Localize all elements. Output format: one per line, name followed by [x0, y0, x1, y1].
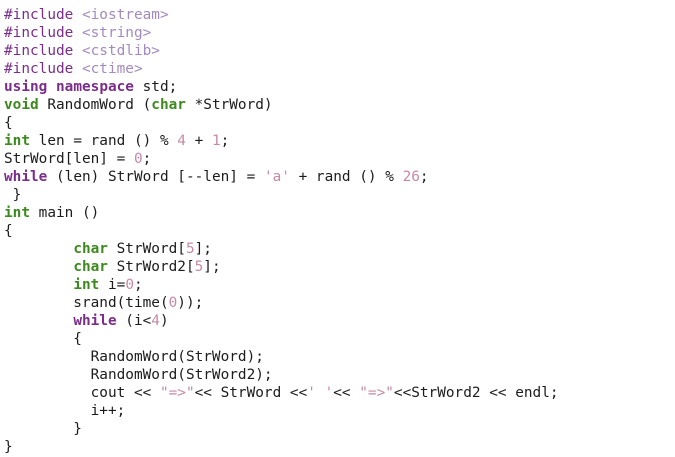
code-line-7: {: [4, 114, 13, 132]
code-token-number: 1: [211, 133, 221, 149]
code-line-6: void RandomWord (char *StrWord): [4, 96, 273, 114]
code-token-keyword: while: [4, 169, 48, 185]
code-token-number: 0: [125, 277, 134, 293]
code-token-type: void: [4, 97, 39, 113]
code-token-plain: << StrWord <<: [194, 385, 308, 401]
code-line-23: i++;: [4, 402, 126, 420]
code-token-type: char: [151, 97, 186, 113]
code-token-plain: RandomWord(StrWord);: [4, 349, 264, 365]
code-line-25: }: [4, 438, 13, 456]
code-token-string: ' ': [307, 385, 334, 401]
code-token-plain: }: [4, 439, 13, 455]
code-token-keyword: while: [73, 313, 117, 329]
code-token-keyword: namespace: [56, 79, 134, 95]
code-token-plain: (len) StrWord [--len] =: [47, 169, 264, 185]
code-token-plain: cout <<: [4, 385, 160, 401]
code-token-plain: <<: [333, 385, 360, 401]
code-line-5: using namespace std;: [4, 78, 177, 96]
code-token-type: char: [73, 259, 108, 275]
code-token-type: char: [73, 241, 108, 257]
code-token-number: 5: [185, 241, 195, 257]
code-token-plain: *StrWord): [185, 97, 273, 113]
code-line-9: StrWord[len] = 0;: [4, 150, 151, 168]
code-token-plain: {: [4, 115, 13, 131]
code-token-plain: i++;: [4, 403, 126, 419]
code-token-plain: i=: [99, 277, 126, 293]
code-token-string: "=>": [359, 385, 394, 401]
code-token-plain: ];: [203, 259, 221, 275]
code-token-plain: {: [4, 223, 13, 239]
code-token-plain: RandomWord (: [38, 97, 152, 113]
code-token-number: 0: [133, 151, 143, 167]
code-token-preproc: #include: [4, 7, 82, 23]
code-line-11: }: [4, 186, 22, 204]
code-line-24: }: [4, 420, 82, 438]
code-token-include-file: <string>: [81, 25, 152, 41]
code-token-number: 5: [194, 259, 204, 275]
code-token-plain: [4, 241, 73, 257]
code-token-plain: ));: [177, 295, 204, 311]
code-line-19: {: [4, 330, 82, 348]
code-token-include-file: <ctime>: [81, 61, 143, 77]
code-token-plain: + rand () %: [289, 169, 403, 185]
code-token-preproc: #include: [4, 25, 82, 41]
code-token-include-file: <cstdlib>: [81, 43, 160, 59]
code-token-plain: RandomWord(StrWord2);: [4, 367, 273, 383]
code-token-string: 'a': [263, 169, 290, 185]
code-line-8: int len = rand () % 4 + 1;: [4, 132, 229, 150]
code-token-preproc: #include: [4, 43, 82, 59]
code-token-plain: main (): [30, 205, 100, 221]
code-token-plain: ];: [194, 241, 212, 257]
code-token-plain: ;: [419, 169, 429, 185]
code-line-21: RandomWord(StrWord2);: [4, 366, 273, 384]
code-token-plain: }: [4, 421, 82, 437]
code-token-plain: ;: [142, 151, 152, 167]
code-token-number: 4: [177, 133, 186, 149]
code-line-13: {: [4, 222, 13, 240]
code-token-number: 4: [151, 313, 160, 329]
code-line-4: #include <ctime>: [4, 60, 143, 78]
code-line-20: RandomWord(StrWord);: [4, 348, 264, 366]
code-token-include-file: <iostream>: [81, 7, 169, 23]
code-line-22: cout << "=>"<< StrWord <<' '<< "=>"<<Str…: [4, 384, 559, 402]
code-token-plain: StrWord2[: [107, 259, 195, 275]
code-token-plain: {: [4, 331, 82, 347]
code-line-2: #include <string>: [4, 24, 151, 42]
code-token-plain: [4, 259, 73, 275]
code-token-plain: std;: [133, 79, 178, 95]
code-token-plain: }: [4, 187, 22, 203]
code-token-type: int: [4, 133, 30, 149]
code-line-16: int i=0;: [4, 276, 143, 294]
code-token-plain: StrWord[: [107, 241, 186, 257]
code-token-plain: ;: [133, 277, 143, 293]
code-token-plain: +: [185, 133, 212, 149]
code-token-type: int: [4, 205, 30, 221]
code-token-keyword: using: [4, 79, 48, 95]
code-token-number: 0: [168, 295, 178, 311]
code-token-plain: (i<: [116, 313, 152, 329]
code-token-plain: len = rand () %: [30, 133, 178, 149]
code-token-plain: StrWord[len] =: [4, 151, 134, 167]
code-token-plain: [4, 277, 73, 293]
code-token-plain: [4, 313, 73, 329]
code-line-12: int main (): [4, 204, 99, 222]
code-line-18: while (i<4): [4, 312, 169, 330]
code-token-preproc: #include: [4, 61, 82, 77]
code-token-plain: ;: [220, 133, 230, 149]
code-line-17: srand(time(0));: [4, 294, 203, 312]
code-token-plain: ): [159, 313, 169, 329]
code-token-plain: <<StrWord2 << endl;: [393, 385, 559, 401]
code-token-plain: srand(time(: [4, 295, 169, 311]
code-token-number: 26: [402, 169, 420, 185]
code-token-plain: [47, 79, 56, 95]
code-line-3: #include <cstdlib>: [4, 42, 160, 60]
code-line-15: char StrWord2[5];: [4, 258, 221, 276]
code-line-14: char StrWord[5];: [4, 240, 212, 258]
code-line-1: #include <iostream>: [4, 6, 169, 24]
code-token-type: int: [73, 277, 100, 293]
code-token-string: "=>": [159, 385, 195, 401]
code-line-10: while (len) StrWord [--len] = 'a' + rand…: [4, 168, 429, 186]
